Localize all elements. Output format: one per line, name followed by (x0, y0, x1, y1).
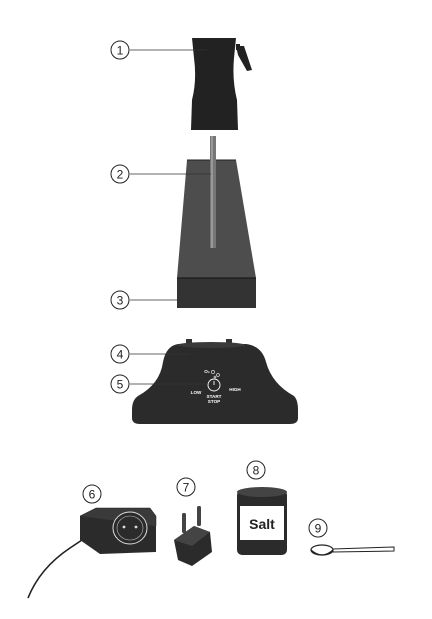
low-label: LOW (191, 390, 202, 395)
bottle (177, 136, 256, 278)
control-panel: O₂ LOW HIGH START STOP (191, 369, 242, 404)
salt-container: Salt (237, 487, 287, 555)
callout-2: 2 (110, 164, 211, 184)
callout-3-label: 3 (117, 294, 124, 308)
start-label: START (207, 394, 222, 399)
callout-2-label: 2 (117, 168, 124, 182)
callout-3: 3 (110, 290, 210, 310)
stop-label: STOP (208, 399, 220, 404)
bottle-base (177, 277, 256, 308)
high-label: HIGH (229, 387, 241, 392)
power-adapter (27, 507, 157, 599)
o2-label: O₂ (204, 369, 210, 374)
callout-6-label: 6 (89, 488, 96, 502)
callout-1: 1 (110, 40, 207, 60)
callout-6: 6 (82, 484, 102, 504)
callout-1-label: 1 (117, 44, 124, 58)
callout-4-label: 4 (117, 348, 124, 362)
callout-5: 5 (110, 374, 207, 394)
callout-4: 4 (110, 344, 190, 364)
callout-9: 9 (308, 518, 328, 538)
callout-7: 7 (176, 477, 196, 497)
callout-8-label: 8 (253, 464, 260, 478)
plug-adapter (174, 506, 212, 566)
callout-9-label: 9 (315, 522, 322, 536)
callout-8: 8 (246, 460, 266, 480)
callout-7-label: 7 (183, 481, 190, 495)
salt-label: Salt (249, 516, 275, 532)
measuring-spoon (310, 544, 395, 556)
callout-5-label: 5 (117, 378, 124, 392)
spray-head (191, 38, 252, 130)
